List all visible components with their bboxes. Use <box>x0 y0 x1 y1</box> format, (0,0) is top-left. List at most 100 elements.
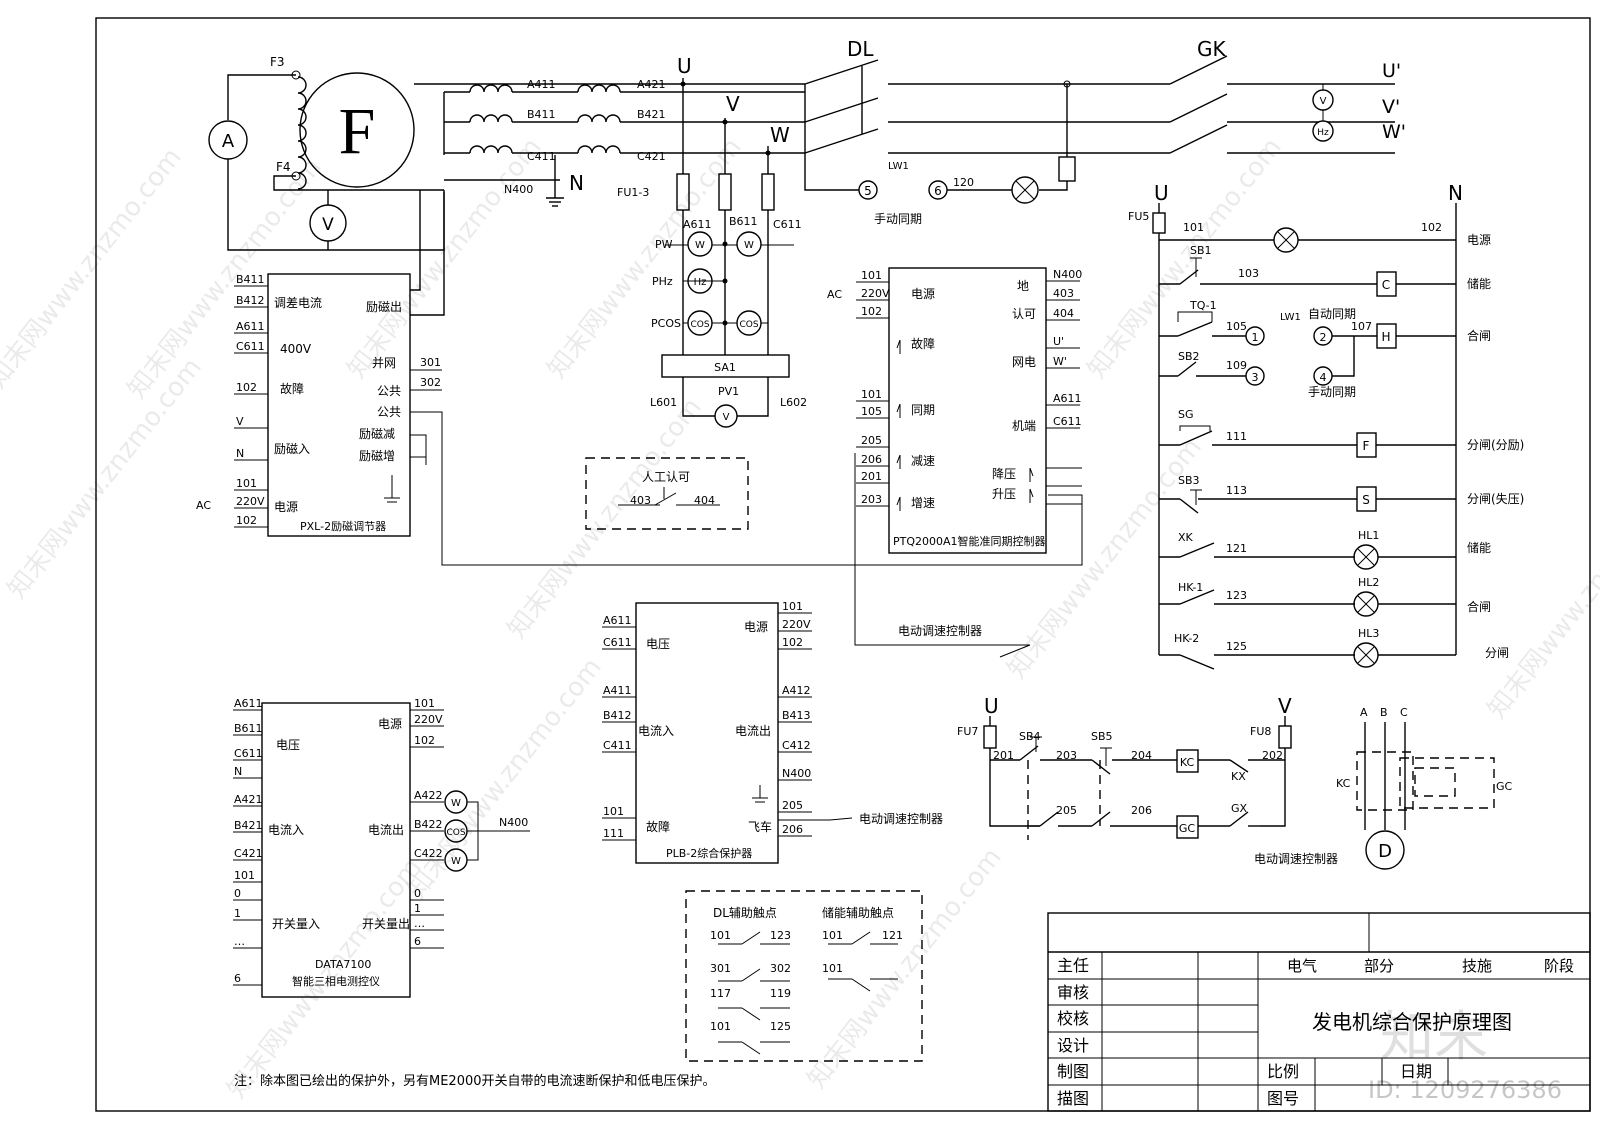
ctrl-n-label: N <box>1448 181 1463 205</box>
ctrl-101: 101 <box>1183 221 1204 234</box>
grid-voltmeter-label: V <box>1320 96 1327 107</box>
ctrl-102: 102 <box>1421 221 1442 234</box>
exciter-left-term: C611 <box>236 340 265 353</box>
frequency-meter-label: Hz <box>694 277 707 288</box>
tb-director: 主任 <box>1057 956 1089 975</box>
prot-label-fault: 故障 <box>646 819 670 834</box>
fu7-label: FU7 <box>957 725 978 738</box>
ctrl-109: 109 <box>1226 359 1247 372</box>
terminal-5: 5 <box>864 184 872 198</box>
meter-w2-label: W <box>451 856 461 867</box>
meter-label-current-in: 电流入 <box>268 823 304 837</box>
meter-n400-label: N400 <box>499 816 528 829</box>
sync-left-term: 201 <box>861 470 882 483</box>
grid-frequency-label: Hz <box>1317 128 1329 138</box>
sync-label-raise-v: 升压 <box>992 487 1016 501</box>
tb-scale: 比例 <box>1267 1062 1299 1081</box>
sb4-label: SB4 <box>1019 730 1041 743</box>
a611-label: A611 <box>683 218 712 231</box>
meter-left-term: 6 <box>234 972 241 985</box>
tb-stage: 阶段 <box>1544 957 1574 975</box>
exciter-label-excite-dec: 励磁减 <box>359 426 395 441</box>
sync-left-term: 101 <box>861 388 882 401</box>
exciter-left-term: 101 <box>236 477 257 490</box>
pv1-voltmeter-icon <box>714 404 738 428</box>
exciter-left-term: 220V <box>236 495 265 508</box>
tb-drawing-number: 图号 <box>1267 1089 1299 1108</box>
sync-ac-label: AC <box>827 288 842 301</box>
meter-box <box>261 702 411 998</box>
motor-204: 204 <box>1131 749 1152 762</box>
prot-right-term: 101 <box>782 600 803 613</box>
exciter-term-302: 302 <box>420 376 441 389</box>
prot-label-voltage: 电压 <box>646 637 670 651</box>
prot-right-term: B413 <box>782 709 811 722</box>
generator-section: F F3 F4 A V <box>208 55 805 316</box>
sync-left-term: 220V <box>861 287 890 300</box>
exciter-label-common2: 公共 <box>377 405 401 419</box>
pv1-label: PV1 <box>718 385 739 398</box>
ctrl-107: 107 <box>1351 320 1372 333</box>
sync-left-term: 206 <box>861 453 882 466</box>
sync-right-term: 403 <box>1053 287 1074 300</box>
control-circuit: U N FU5 101 102 电源 SB1 C 103 储能 TQ-1 1 1… <box>1128 181 1524 670</box>
hl2-label: HL2 <box>1358 576 1379 589</box>
sb1-label: SB1 <box>1190 244 1212 257</box>
sync-label-gen-v: 机端 <box>1012 419 1036 433</box>
sg-label: SG <box>1178 408 1194 421</box>
wattmeter-1-icon <box>687 231 713 257</box>
watermark-2: 知末网www.znzmo.com <box>2 353 208 605</box>
wattmeter-2-icon <box>736 231 762 257</box>
motor-206: 206 <box>1131 804 1152 817</box>
sync-left-term: 102 <box>861 305 882 318</box>
motor-gc-label: GC <box>1496 780 1513 793</box>
prot-left-term: C411 <box>603 739 632 752</box>
tb-drafter: 制图 <box>1057 1062 1089 1081</box>
hk1-label: HK-1 <box>1178 581 1203 594</box>
aux-dl-125: 125 <box>770 1020 791 1033</box>
motor-u-label: U <box>984 694 999 718</box>
meter-label-switch-out: 开关量出 <box>362 917 410 931</box>
pf-meter-1-label: COS <box>690 320 709 330</box>
meter-right-term: … <box>414 917 425 930</box>
exciter-label-diff-current: 调差电流 <box>274 296 322 310</box>
meter-label-power: 电源 <box>378 717 402 731</box>
exciter-label-grid: 并网 <box>372 356 396 370</box>
aux-dl-101a: 101 <box>710 929 731 942</box>
ctrl-123: 123 <box>1226 589 1247 602</box>
prot-label-power: 电源 <box>744 620 768 634</box>
b611-label: B611 <box>729 215 758 228</box>
manual-sync-label: 手动同期 <box>874 212 922 226</box>
motor-coil-gc-label: GC <box>1179 822 1196 835</box>
c611-label: C611 <box>773 218 802 231</box>
meter-left-term: 1 <box>234 907 241 920</box>
meter-cos-label: COS <box>446 828 465 838</box>
motor-coil-gc <box>1176 815 1199 839</box>
breaker-dl-label: DL <box>847 37 874 61</box>
sync-label-ground: 地 <box>1017 279 1029 293</box>
manual-ack-box: 人工认可 403 404 <box>585 457 749 530</box>
tb-designer: 设计 <box>1057 1036 1089 1055</box>
ctrl-term-2: 2 <box>1320 331 1327 344</box>
exciter-left-term: N <box>236 447 244 460</box>
prot-label-current-out: 电流出 <box>735 724 771 738</box>
pw-label: PW <box>655 238 673 251</box>
tb-part: 部分 <box>1364 957 1394 975</box>
ctrl-111: 111 <box>1226 430 1247 443</box>
watermark-id: ID: 1209276386 <box>1368 1076 1562 1104</box>
meter-w1-label: W <box>451 798 461 809</box>
meter-label-switch-in: 开关量入 <box>272 917 320 931</box>
tb-checker: 校核 <box>1057 1009 1089 1028</box>
motor-203: 203 <box>1056 749 1077 762</box>
exciter-label-excite-inc: 励磁增 <box>359 448 395 463</box>
aux-store-title: 储能辅助触点 <box>822 905 894 920</box>
pf-meter-1-icon <box>687 310 713 336</box>
aux-dl-117: 117 <box>710 987 731 1000</box>
sync-label-power: 电源 <box>911 287 935 301</box>
ct-b411-label: B411 <box>527 108 556 121</box>
bus-u-label: U <box>677 54 692 78</box>
meter-label-current-out: 电流出 <box>368 823 404 837</box>
wattmeter-2-label: W <box>744 240 754 251</box>
sync-label-lower-v: 降压 <box>992 467 1016 481</box>
ctrl-row-store2: 储能 <box>1467 540 1491 555</box>
